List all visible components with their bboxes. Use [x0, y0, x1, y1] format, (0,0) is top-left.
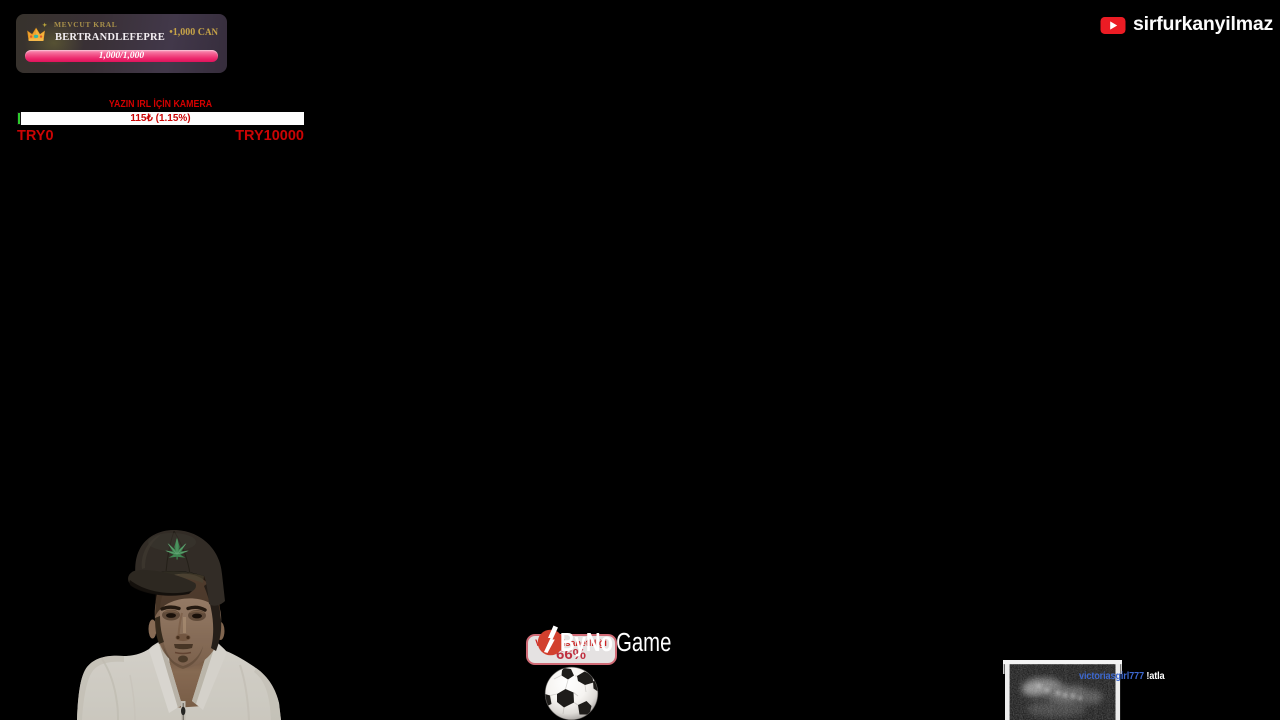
svg-text:ByNo: ByNo: [560, 628, 613, 657]
svg-text:Game: Game: [616, 628, 671, 657]
